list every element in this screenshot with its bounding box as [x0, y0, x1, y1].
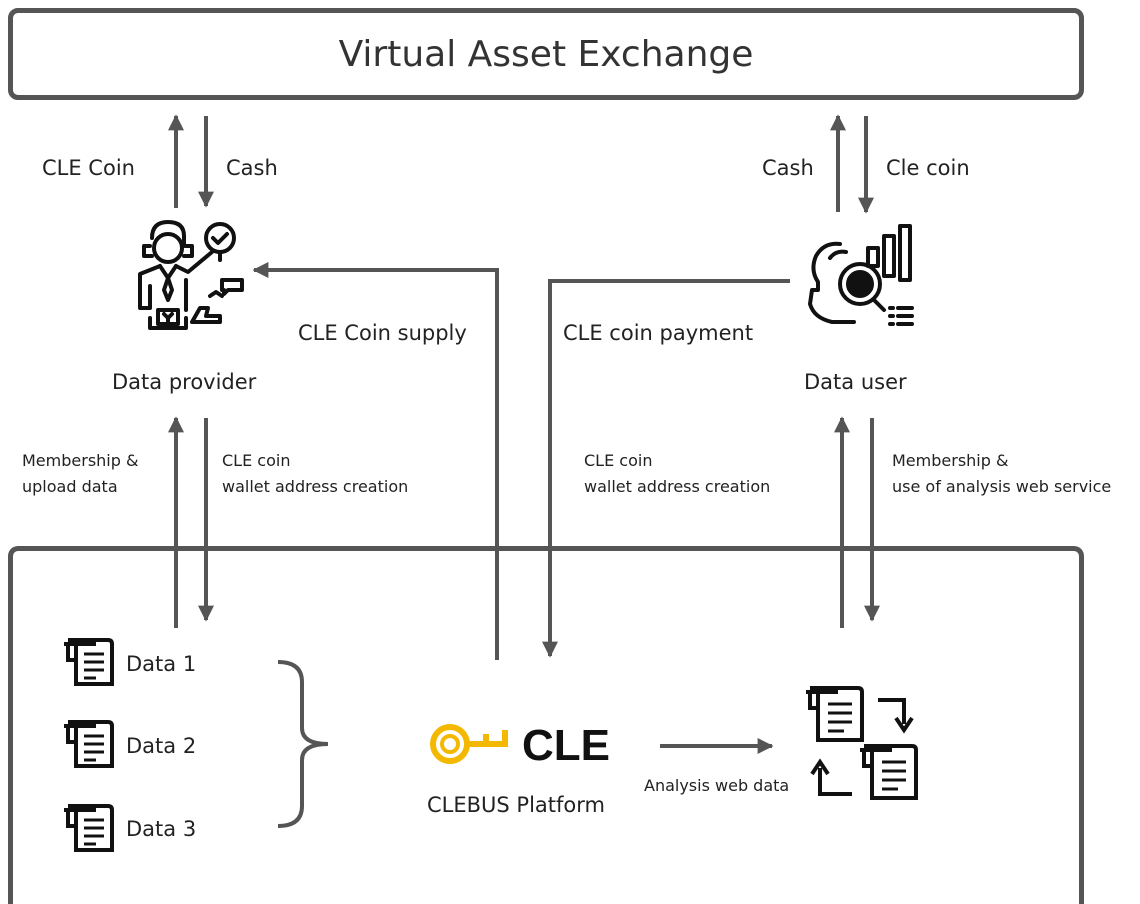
coin-payment-label: CLE coin payment [563, 321, 754, 345]
platform-box [8, 546, 1084, 904]
arrow-coin-payment [542, 279, 790, 658]
cle-logo-text: CLE [522, 721, 610, 770]
cle-logo-icon: CLE [430, 721, 610, 770]
provider-name: Data provider [112, 370, 257, 394]
platform-name: CLEBUS Platform [427, 793, 605, 817]
platform-to-provider-text: CLE coin wallet address creation [222, 451, 409, 496]
document-icon [64, 638, 114, 686]
businessman-presenting-icon [138, 220, 244, 330]
document-icon [64, 804, 114, 852]
data-item-label: Data 3 [126, 817, 197, 841]
user-to-exchange-label: Cash [762, 156, 814, 180]
analysis-label: Analysis web data [644, 776, 790, 795]
user-to-platform-label: Membership & use of analysis web service [892, 448, 1111, 499]
platform-to-provider-label: CLE coin wallet address creation [222, 448, 408, 499]
analyst-magnifier-chart-icon [808, 224, 914, 326]
arrow-coin-supply [252, 262, 499, 660]
provider-to-platform-label: Membership & upload data [22, 448, 138, 499]
exchange-to-user-label: Cle coin [886, 156, 970, 180]
data-item-label: Data 2 [126, 734, 197, 758]
data-bracket [277, 660, 329, 828]
platform-to-user-label: CLE coin wallet address creation [584, 448, 770, 499]
data-item-label: Data 1 [126, 652, 197, 676]
user-to-platform-text: Membership & use of analysis web service [892, 451, 1112, 496]
platform-to-user-text: CLE coin wallet address creation [584, 451, 771, 496]
exchange-to-provider-label: Cash [226, 156, 278, 180]
exchange-title: Virtual Asset Exchange [338, 34, 754, 75]
user-name: Data user [804, 370, 907, 394]
provider-to-platform-text: Membership & upload data [22, 451, 139, 496]
exchange-box [8, 8, 1084, 100]
analysis-cycle-icon [806, 686, 918, 800]
provider-to-exchange-label: CLE Coin [42, 156, 135, 180]
document-icon [64, 720, 114, 768]
coin-supply-label: CLE Coin supply [298, 321, 467, 345]
